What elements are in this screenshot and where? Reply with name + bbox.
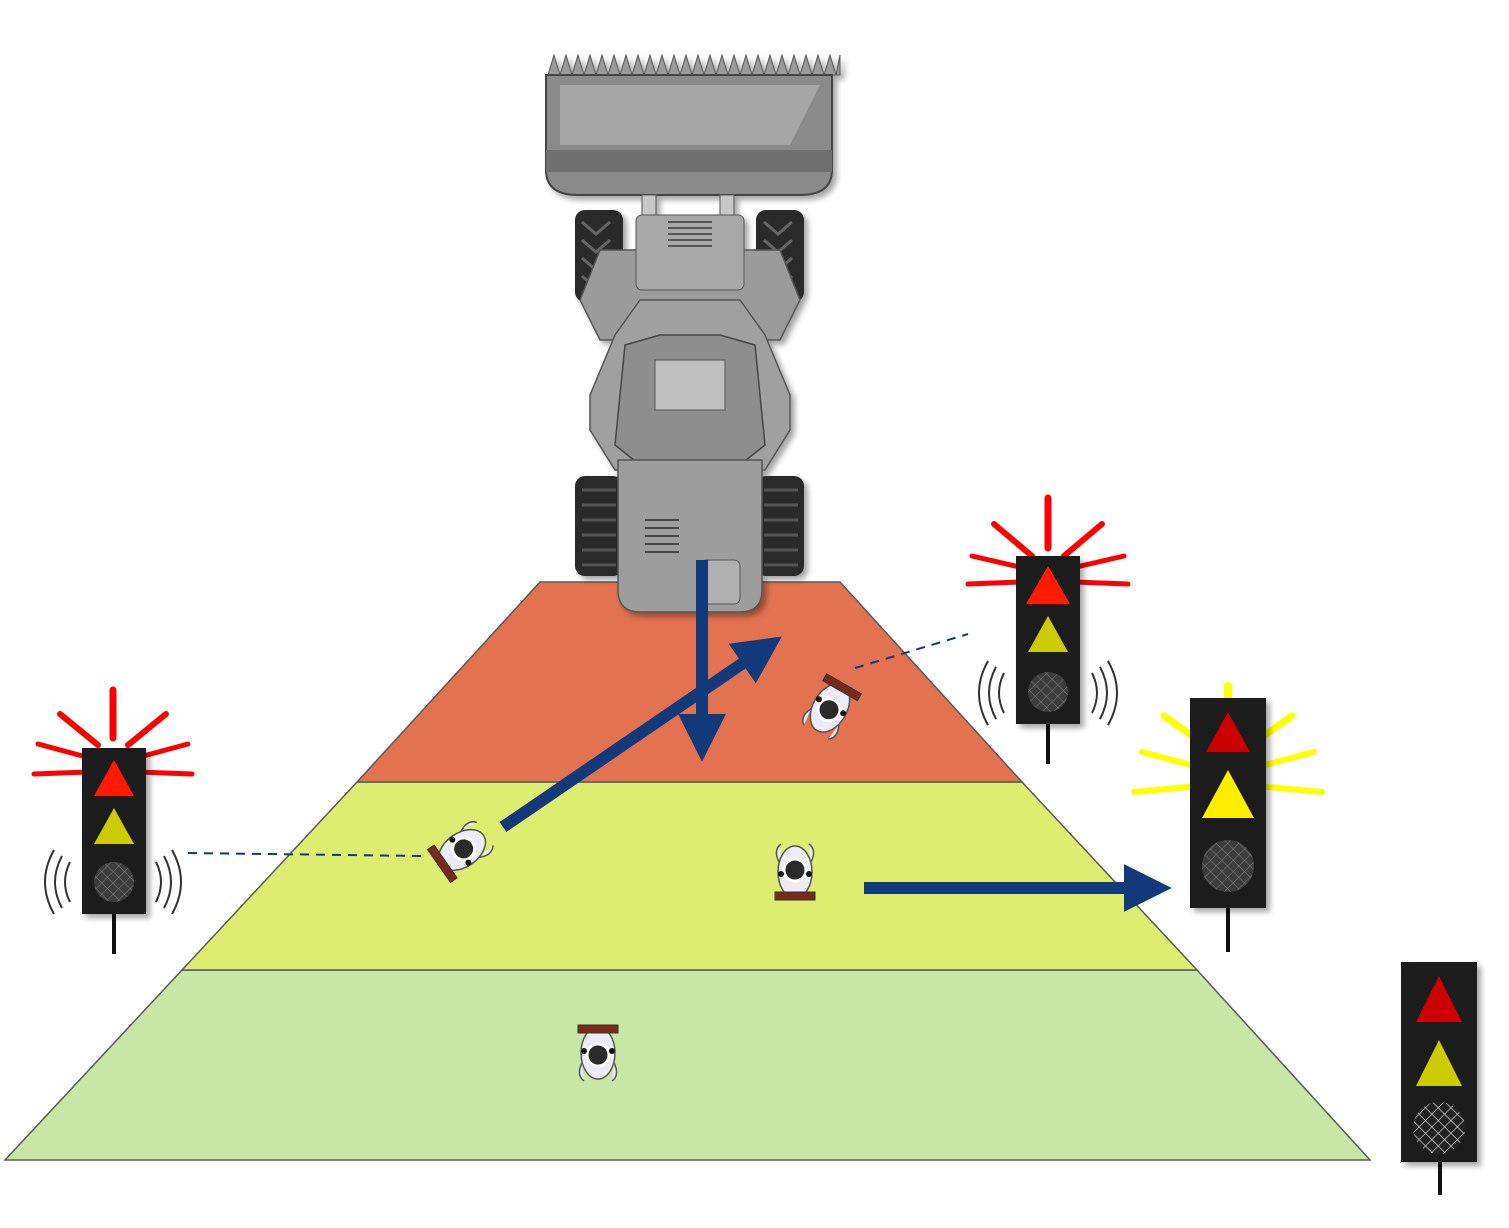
- yellow-light: [94, 808, 134, 844]
- red-light: [94, 760, 134, 796]
- yellow-light: [1028, 616, 1068, 652]
- signal-links: [187, 633, 969, 857]
- left-worker-light: [31, 686, 195, 954]
- idle-light: [1401, 962, 1477, 1195]
- right-signal-link: [854, 633, 969, 669]
- vibration-icon: [44, 849, 182, 915]
- off-light: [94, 862, 134, 902]
- off-light: [1028, 672, 1068, 712]
- operator-light: [1131, 682, 1325, 952]
- right-worker-light: [965, 494, 1131, 764]
- worker-approach-arrow-icon: [499, 636, 782, 832]
- safe-zone: [3, 969, 1372, 1161]
- wheel-loader-icon: [545, 53, 841, 613]
- red-light: [1416, 976, 1462, 1022]
- flash-icon: [965, 494, 1131, 587]
- flash-icon: [31, 686, 195, 777]
- left-signal-link: [187, 852, 423, 857]
- red-light: [1026, 566, 1070, 604]
- off-light: [1413, 1102, 1465, 1154]
- safety-zones: [3, 581, 1372, 1161]
- red-light: [1206, 712, 1250, 752]
- vibration-icon: [978, 660, 1118, 726]
- warning-zone: [180, 781, 1199, 971]
- yellow-light: [1416, 1040, 1462, 1086]
- off-light: [1202, 840, 1254, 892]
- yellow-light: [1202, 770, 1254, 818]
- motion-arrows: [499, 560, 1172, 912]
